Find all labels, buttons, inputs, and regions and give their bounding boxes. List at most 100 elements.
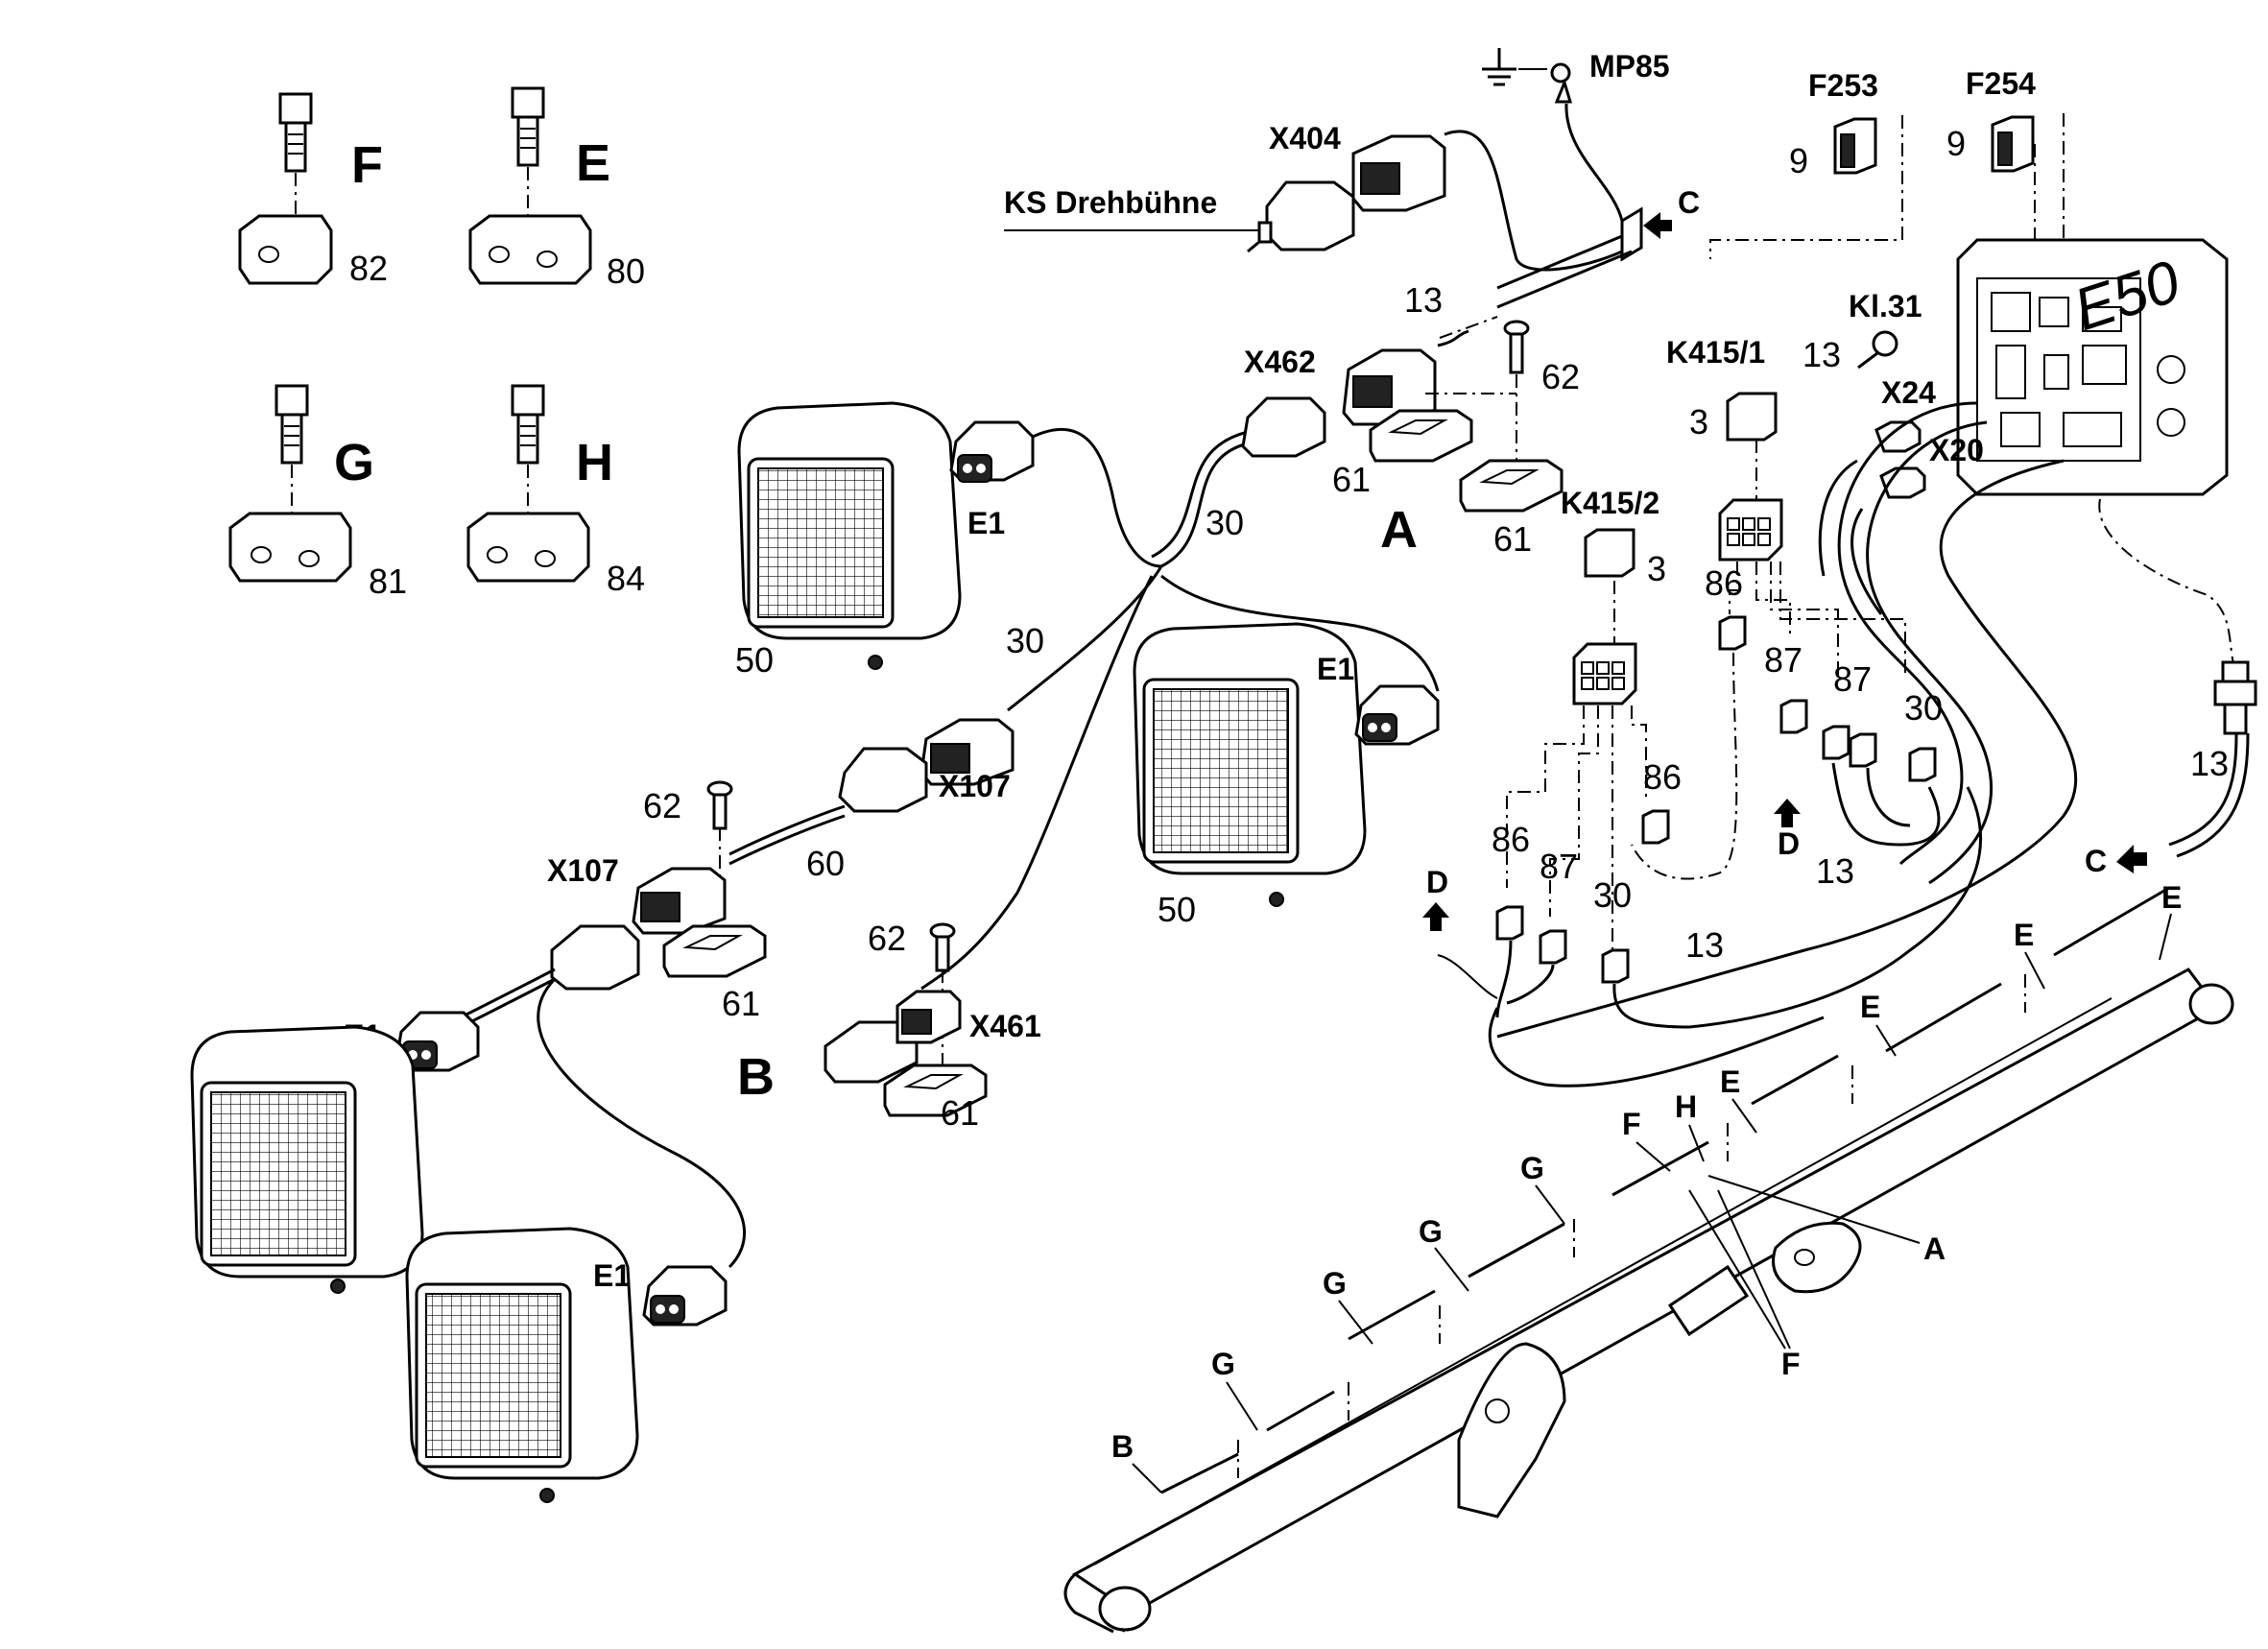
work-light-icon bbox=[405, 1227, 639, 1503]
connector-icon bbox=[824, 990, 962, 1084]
arrow-icon bbox=[1774, 799, 1801, 827]
part-number-61-b: 61 bbox=[722, 984, 760, 1023]
bolt-icon bbox=[1503, 320, 1530, 374]
part-number-50-b: 50 bbox=[1158, 890, 1196, 929]
boom-callout-g4: G bbox=[1520, 1151, 1544, 1185]
clamp-icon bbox=[238, 214, 333, 285]
part-number-13-sensor: 13 bbox=[2190, 744, 2229, 783]
clamp-icon bbox=[883, 1063, 988, 1117]
kit-letter-h: H bbox=[576, 434, 613, 491]
label-x404: X404 bbox=[1269, 121, 1341, 155]
label-d-b: D bbox=[1426, 865, 1448, 899]
label-kl31: Kl.31 bbox=[1849, 289, 1922, 323]
bolt-icon bbox=[278, 92, 313, 221]
part-number-50-a: 50 bbox=[735, 640, 774, 680]
bolt-icon bbox=[706, 780, 733, 830]
part-number-61-a2: 61 bbox=[1493, 519, 1532, 559]
connector-icon bbox=[838, 747, 928, 813]
boom-callout-g1: G bbox=[1211, 1347, 1235, 1381]
part-number-86-c: 86 bbox=[1643, 757, 1682, 797]
fuse-icon bbox=[1991, 115, 2035, 173]
e50-control-box bbox=[1956, 238, 2229, 496]
relay-socket-icon bbox=[1572, 642, 1637, 705]
part-number-84: 84 bbox=[607, 559, 645, 598]
label-f254: F254 bbox=[1966, 66, 2036, 101]
part-number-13-d: 13 bbox=[1816, 851, 1854, 891]
connector-icon bbox=[949, 420, 1035, 483]
boom-callout-e2: E bbox=[1860, 990, 1880, 1024]
part-number-60: 60 bbox=[806, 844, 845, 883]
label-c-bottom: C bbox=[2085, 844, 2107, 878]
part-number-61-a1: 61 bbox=[1332, 460, 1371, 499]
part-number-82: 82 bbox=[349, 249, 388, 288]
label-e1-b: E1 bbox=[1317, 652, 1354, 686]
kit-letter-e: E bbox=[576, 134, 610, 192]
label-x462: X462 bbox=[1244, 345, 1316, 379]
connector-icon bbox=[642, 1265, 728, 1326]
sensor-icon bbox=[2213, 660, 2257, 735]
boom-callout-f2: F bbox=[1781, 1347, 1801, 1381]
part-number-62-top: 62 bbox=[1541, 357, 1580, 396]
label-mp85: MP85 bbox=[1589, 49, 1670, 84]
connector-icon bbox=[1342, 348, 1437, 426]
part-number-13-top: 13 bbox=[1404, 280, 1443, 320]
connector-icon bbox=[394, 1011, 480, 1072]
boom-callout-e4: E bbox=[2161, 880, 2182, 915]
callout-a: A bbox=[1380, 501, 1418, 559]
part-number-80: 80 bbox=[607, 251, 645, 291]
label-x107-b: X107 bbox=[547, 853, 619, 888]
clamp-icon bbox=[662, 924, 767, 978]
relay-icon bbox=[1584, 528, 1635, 578]
boom-callout-h: H bbox=[1675, 1089, 1697, 1124]
part-number-86-a: 86 bbox=[1705, 563, 1743, 603]
clamp-icon bbox=[466, 512, 590, 583]
part-number-62-c: 62 bbox=[868, 919, 906, 958]
boom-callout-e3: E bbox=[2014, 918, 2034, 952]
boom-callout-g2: G bbox=[1323, 1266, 1347, 1301]
part-number-30-r2: 30 bbox=[1593, 875, 1632, 915]
label-e1-a: E1 bbox=[967, 506, 1005, 540]
clamp-icon bbox=[228, 512, 352, 583]
ground-icon bbox=[1482, 48, 1573, 104]
work-light-icon bbox=[737, 401, 962, 670]
clamp-icon bbox=[468, 214, 592, 285]
part-number-13-bottom: 13 bbox=[1685, 925, 1724, 965]
boom-callout-g3: G bbox=[1419, 1214, 1443, 1249]
arrow-icon bbox=[1643, 212, 1672, 239]
boom-icon bbox=[1063, 968, 2234, 1634]
kit-f: F 82 bbox=[238, 92, 388, 288]
label-ks-drehbuehne: KS Drehbühne bbox=[1004, 185, 1217, 220]
boom-callout-f1: F bbox=[1622, 1107, 1641, 1141]
label-k415-2: K415/2 bbox=[1561, 486, 1659, 520]
part-number-13-kl31: 13 bbox=[1802, 335, 1841, 374]
kit-g: G 81 bbox=[228, 384, 407, 601]
part-number-3-a: 3 bbox=[1689, 402, 1708, 442]
connector-icon bbox=[1354, 684, 1440, 746]
connector-icon bbox=[1247, 180, 1355, 253]
part-number-3-b: 3 bbox=[1647, 549, 1666, 588]
boom-callout-e1: E bbox=[1720, 1064, 1740, 1099]
bolt-icon bbox=[929, 922, 956, 972]
kit-letter-g: G bbox=[334, 434, 374, 491]
label-e1-d: E1 bbox=[593, 1258, 631, 1293]
label-f253: F253 bbox=[1808, 68, 1878, 103]
arrow-icon bbox=[1422, 902, 1449, 931]
part-number-30-main: 30 bbox=[1206, 503, 1244, 542]
part-number-81: 81 bbox=[369, 562, 407, 601]
connector-icon bbox=[632, 867, 727, 935]
connector-icon bbox=[550, 924, 640, 991]
label-c-top: C bbox=[1678, 185, 1700, 220]
bolt-icon bbox=[275, 384, 309, 518]
callout-b: B bbox=[737, 1048, 775, 1106]
boom-callout-b: B bbox=[1111, 1429, 1134, 1464]
relay-icon bbox=[1726, 392, 1778, 442]
fuse-icon bbox=[1833, 117, 1877, 175]
clamp-icon bbox=[1459, 459, 1564, 513]
label-x24: X24 bbox=[1881, 375, 1936, 410]
bolt-icon bbox=[511, 384, 545, 518]
work-light-icon bbox=[1133, 622, 1367, 907]
label-k415-1: K415/1 bbox=[1666, 335, 1765, 370]
part-number-61-c: 61 bbox=[941, 1093, 979, 1133]
part-number-9-b: 9 bbox=[1946, 124, 1966, 163]
